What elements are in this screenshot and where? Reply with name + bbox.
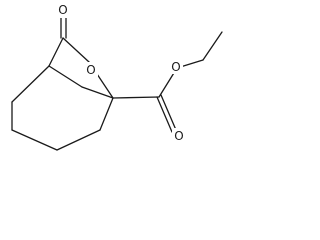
bond-c7-c8 xyxy=(56,129,101,151)
bond-ch2-ch3 xyxy=(202,31,223,61)
bond-c6-c7 xyxy=(11,129,58,151)
bond-c2-c1 xyxy=(48,37,64,67)
bond-c1-c5 xyxy=(11,65,50,103)
ester-carbonyl-oxygen-atom: O xyxy=(172,128,186,143)
ring-oxygen-label: O xyxy=(86,63,95,77)
ester-bonds xyxy=(112,31,223,133)
bond-c8-c4 xyxy=(99,97,114,131)
ring-oxygen-atom: O xyxy=(84,62,98,77)
ester-carbonyl-oxygen-label: O xyxy=(174,129,183,143)
bond-c1-c9 xyxy=(48,65,83,88)
chemical-structure-diagram: O O O O xyxy=(11,3,223,151)
ester-ether-oxygen-atom: O xyxy=(169,59,183,74)
ester-carbonyl-bond-1 xyxy=(156,96,173,133)
bond-c9-c8 xyxy=(81,86,114,99)
carbonyl-oxygen-atom: O xyxy=(57,3,71,18)
ester-carbonyl-bond-2 xyxy=(160,94,177,131)
ester-ether-oxygen-label: O xyxy=(171,60,180,74)
bond-c4-ester-c xyxy=(112,96,160,99)
bond-c2-o3 xyxy=(62,37,90,63)
carbonyl-oxygen-label: O xyxy=(58,3,67,17)
ring-bonds xyxy=(11,37,114,151)
